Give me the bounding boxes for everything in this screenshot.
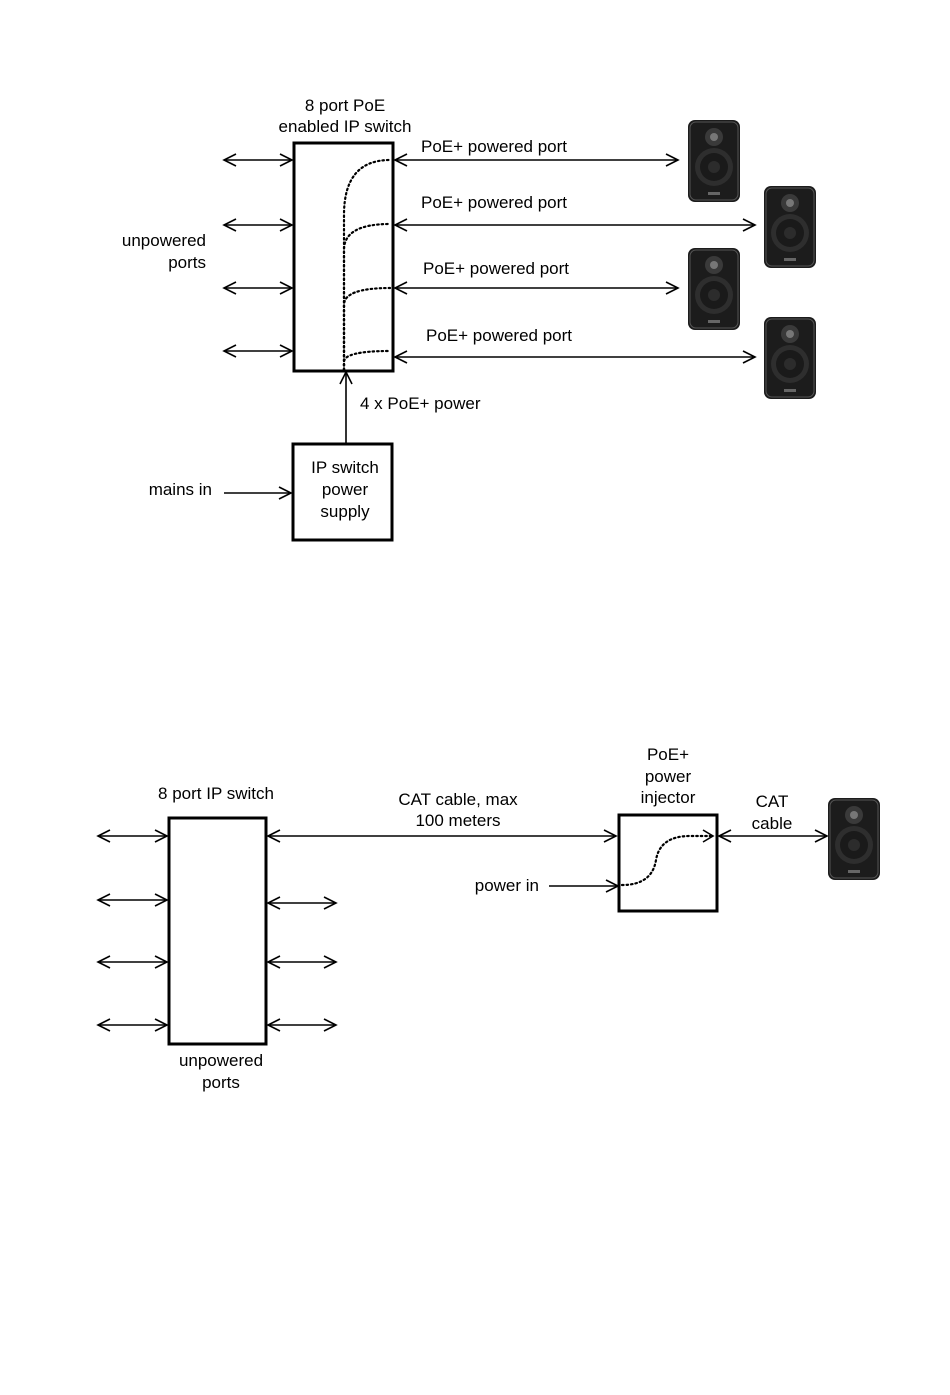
mains-in-label: mains in bbox=[149, 480, 212, 499]
cat-label-line2: cable bbox=[752, 814, 793, 833]
psu-label-line1: IP switch bbox=[311, 458, 379, 477]
switch-title-line2: enabled IP switch bbox=[279, 117, 412, 136]
unpowered-ports-label-line1: unpowered bbox=[179, 1051, 263, 1070]
powered-port-label-3: PoE+ powered port bbox=[423, 259, 569, 278]
power-label: 4 x PoE+ power bbox=[360, 394, 481, 413]
left-port-arrows bbox=[98, 830, 167, 1031]
speaker-icon bbox=[688, 248, 740, 330]
psu-label-line2: power bbox=[322, 480, 369, 499]
powered-port-label-2: PoE+ powered port bbox=[421, 193, 567, 212]
unpowered-label-line2: ports bbox=[168, 253, 206, 272]
ip-switch-title: 8 port IP switch bbox=[158, 784, 274, 803]
injector-label-line3: injector bbox=[641, 788, 696, 807]
unpowered-ports-label-line2: ports bbox=[202, 1073, 240, 1092]
cat-label-line1: CAT bbox=[756, 792, 789, 811]
diagram-poe-injector: 8 port IP switch bbox=[98, 745, 880, 1092]
psu-label-line3: supply bbox=[320, 502, 370, 521]
unpowered-label-line1: unpowered bbox=[122, 231, 206, 250]
right-port-arrows bbox=[268, 897, 336, 1031]
switch-title-line1: 8 port PoE bbox=[305, 96, 385, 115]
cat-cable-label-line2: 100 meters bbox=[415, 811, 500, 830]
powered-port-label-4: PoE+ powered port bbox=[426, 326, 572, 345]
cat-cable-label-line1: CAT cable, max bbox=[398, 790, 518, 809]
speaker-icon bbox=[688, 120, 740, 202]
power-in-label: power in bbox=[475, 876, 539, 895]
powered-port-label-1: PoE+ powered port bbox=[421, 137, 567, 156]
injector-label-line2: power bbox=[645, 767, 692, 786]
diagram-poe-switch: 8 port PoE enabled IP switch unpo bbox=[122, 96, 816, 540]
speaker-icon bbox=[764, 317, 816, 399]
unpowered-port-arrows bbox=[224, 154, 292, 357]
power-injector-box bbox=[619, 815, 717, 911]
injector-label-line1: PoE+ bbox=[647, 745, 689, 764]
ip-switch-box bbox=[169, 818, 266, 1044]
speaker-icon bbox=[828, 798, 880, 880]
speaker-icon bbox=[764, 186, 816, 268]
